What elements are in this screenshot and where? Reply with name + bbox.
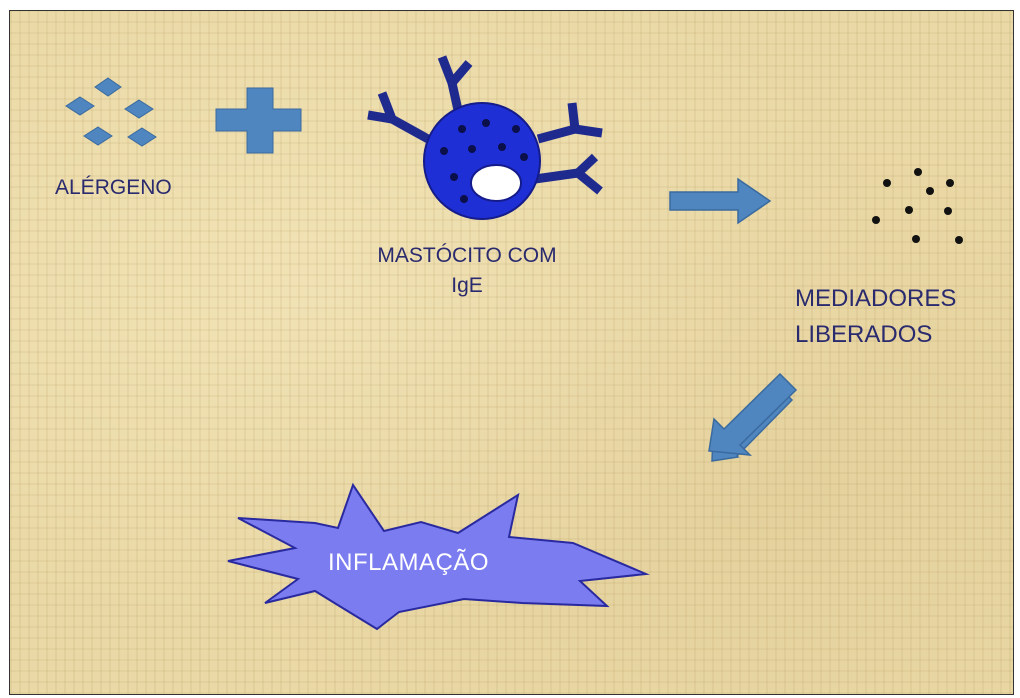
arrow-right-icon [669,177,772,225]
arrow-down-left-icon [708,372,798,462]
plus-icon [215,87,302,154]
ige-antibody-icons [367,55,603,195]
mediator-dot [926,187,934,195]
mast-cell-label-line1: MASTÓCITO COM [377,244,557,267]
allergen-particle [65,96,95,116]
allergen-particle [127,127,157,147]
mediator-dot [912,235,920,243]
mediators-label: MEDIADORES LIBERADOS [795,281,956,353]
allergen-particle [124,99,154,119]
mediator-dot [944,207,952,215]
allergen-particle [94,77,122,97]
diagram-artwork [65,55,963,631]
inflammation-label: INFLAMAÇÃO [328,549,490,576]
mediator-dot [946,179,954,187]
mast-cell-body [423,102,541,220]
mediators-label-line1: MEDIADORES [795,285,957,312]
mediator-dot [914,168,922,176]
mast-cell-nucleus [470,164,522,202]
mediators-icon [872,168,963,244]
diagram-slide: ALÉRGENO MASTÓCITO COM IgE MEDIADORES LI… [9,10,1014,695]
mast-cell-label-line2: IgE [451,274,483,297]
allergen-particle [83,126,113,146]
allergen-label: ALÉRGENO [55,176,172,199]
mast-cell-icon [367,55,603,220]
mediators-label-line2: LIBERADOS [795,321,933,348]
inflammation-burst-icon [227,482,650,631]
mediator-dot [905,206,913,214]
mast-cell-granules [440,119,528,203]
allergen-icon [65,77,157,147]
mediator-dot [872,216,880,224]
mediator-dot [883,179,891,187]
mediator-dot [955,236,963,244]
mast-cell-label: MASTÓCITO COM IgE [352,241,582,301]
